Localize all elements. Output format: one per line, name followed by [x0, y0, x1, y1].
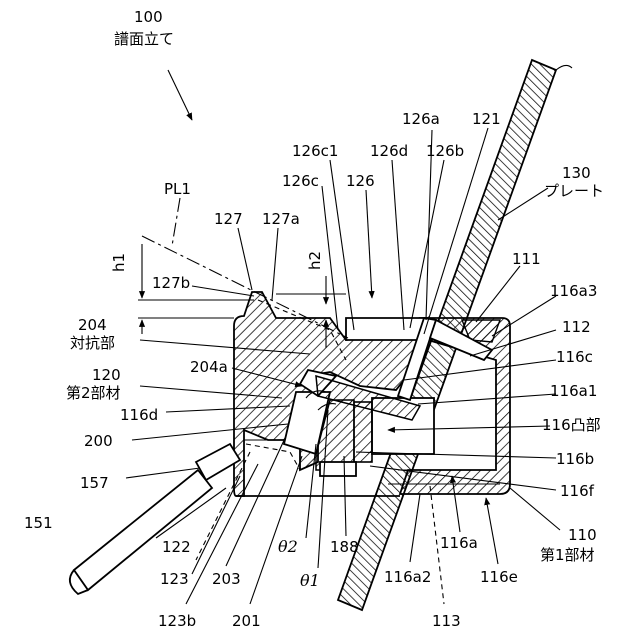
label-116a2: 116a2 [384, 568, 431, 586]
label-200: 200 [84, 432, 113, 450]
label-126d: 126d [370, 142, 408, 160]
label-121: 121 [472, 110, 501, 128]
label-100: 100 [134, 8, 163, 26]
label-112: 112 [562, 318, 591, 336]
label-201: 201 [232, 612, 261, 630]
label-116a1: 116a1 [550, 382, 597, 400]
label-116c: 116c [556, 348, 593, 366]
label-116: 116凸部 [542, 416, 601, 434]
label-120: 120 [92, 366, 121, 384]
label-116d: 116d [120, 406, 158, 424]
label-116a: 116a [440, 534, 478, 552]
label-111: 111 [512, 250, 541, 268]
label-204a: 204a [190, 358, 228, 376]
label-123b: 123b [158, 612, 196, 630]
label-127: 127 [214, 210, 243, 228]
part-188-tab [320, 462, 356, 476]
label-100-name: 譜面立て [114, 30, 174, 48]
label-123: 123 [160, 570, 189, 588]
label-157: 157 [80, 474, 109, 492]
label-113: 113 [432, 612, 461, 630]
label-204-name: 対抗部 [70, 334, 115, 352]
label-126: 126 [346, 172, 375, 190]
label-h1: h1 [110, 253, 128, 272]
label-130-name: プレート [544, 182, 604, 200]
label-188: 188 [330, 538, 359, 556]
label-127b: 127b [152, 274, 190, 292]
label-122: 122 [162, 538, 191, 556]
label-120-name: 第2部材 [66, 384, 121, 402]
label-116b: 116b [556, 450, 594, 468]
notch-126 [346, 318, 428, 340]
label-126c1: 126c1 [292, 142, 338, 160]
label-116f: 116f [560, 482, 595, 500]
label-110: 110 [568, 526, 597, 544]
label-126a: 126a [402, 110, 440, 128]
label-127a: 127a [262, 210, 300, 228]
label-203: 203 [212, 570, 241, 588]
label-h2: h2 [306, 251, 324, 270]
label-126b: 126b [426, 142, 464, 160]
label-130: 130 [562, 164, 591, 182]
label-110-name: 第1部材 [540, 546, 595, 564]
label-pl1: PL1 [164, 180, 191, 198]
label-theta2: θ2 [278, 537, 298, 556]
label-theta1: θ1 [300, 571, 320, 590]
part-188-body [354, 402, 372, 462]
label-151: 151 [24, 514, 53, 532]
label-116a3: 116a3 [550, 282, 597, 300]
label-126c: 126c [282, 172, 319, 190]
label-204: 204 [78, 316, 107, 334]
label-116e: 116e [480, 568, 518, 586]
